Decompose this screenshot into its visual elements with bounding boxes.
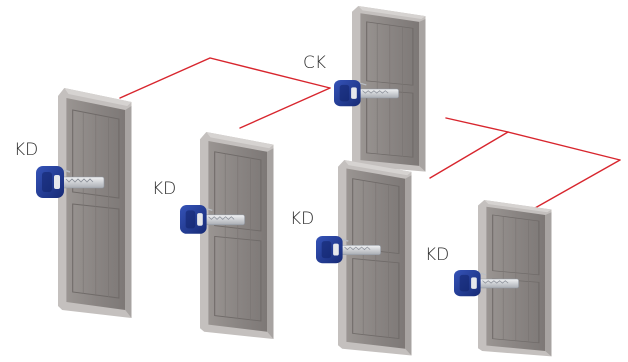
key-label-door-3: KD [290,209,314,229]
connector-master-to-door-1 [119,57,331,99]
door-3: KD [290,159,413,357]
door-4: KD [425,199,553,357]
door-icon [199,131,275,340]
key-label-door-1: KD [14,140,38,160]
key-label-door-4: KD [425,245,449,265]
door-icon [57,87,133,319]
connector-lines [119,57,621,209]
connector-master-to-door-2 [239,87,331,129]
connector-branch-door-3 [429,131,509,179]
door-2: KD [152,131,275,340]
door-1: KD [14,87,133,319]
door-icon [337,159,413,357]
key-label-door-2: KD [152,179,176,199]
connector-branch-door-4 [534,159,621,209]
door-icon [477,199,553,357]
door-master: CK [303,5,427,173]
key-label-master: CK [303,53,326,73]
